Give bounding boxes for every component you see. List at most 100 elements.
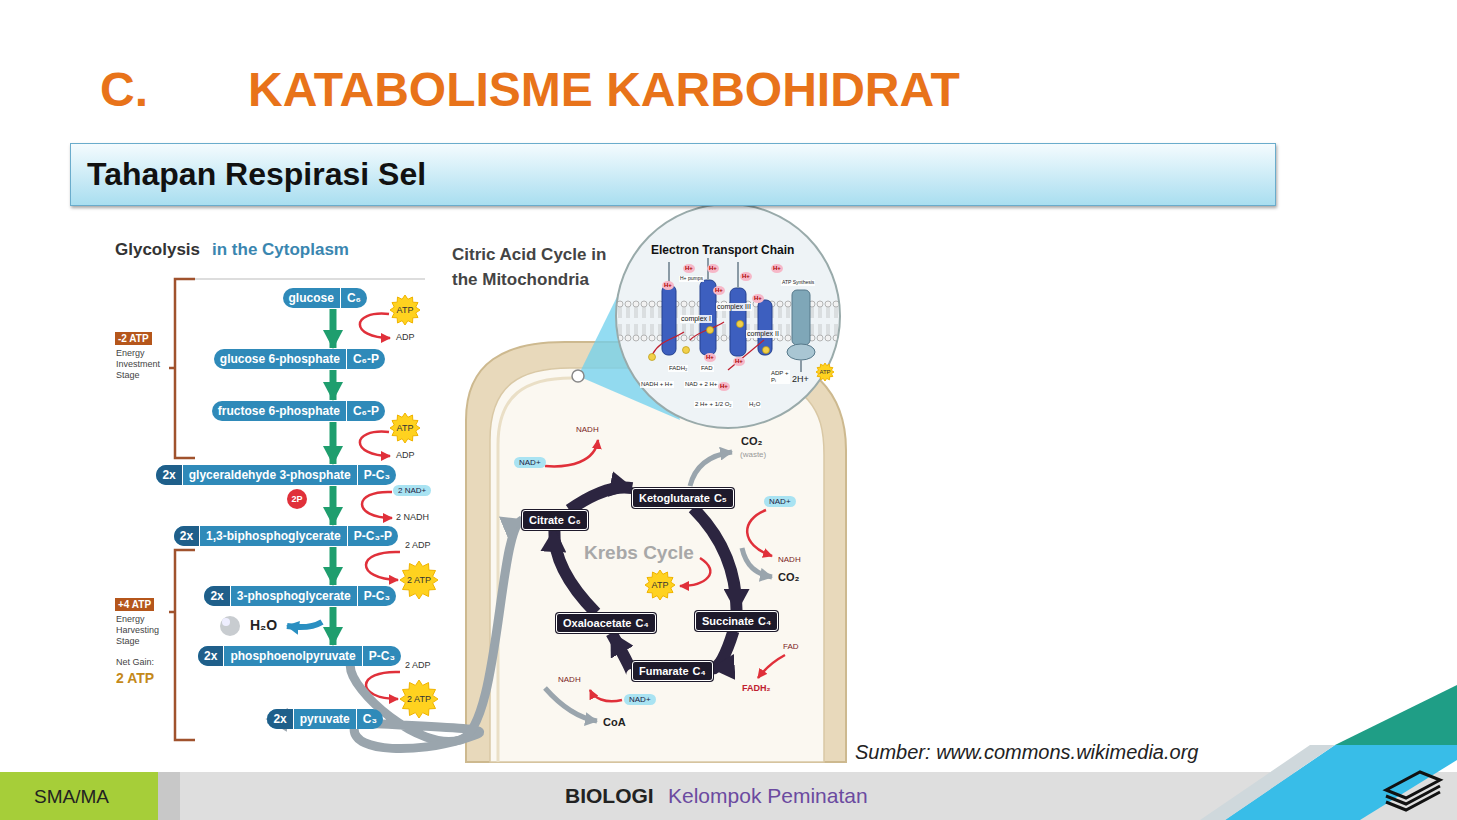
phosphate-circle: 2P xyxy=(287,489,307,509)
node-text: 3-phosphoglycerate xyxy=(230,586,357,606)
metabolite-pill: 2x1,3-biphosphoglycerateP-C₃-P xyxy=(174,526,398,546)
atp-starburst: 2 ATP xyxy=(400,680,438,718)
node-text: pyruvate xyxy=(293,709,356,729)
flow-arrow xyxy=(693,508,737,611)
node-text: 2x xyxy=(156,465,181,485)
label-text: CoA xyxy=(603,716,626,729)
node-text: ATP xyxy=(397,305,414,315)
krebs-box: FumarateC₄ xyxy=(632,661,713,681)
label-text: Energy Harvesting Stage xyxy=(116,614,178,647)
section-band: Tahapan Respirasi Sel xyxy=(70,143,1276,206)
atp-starburst: ATP xyxy=(645,570,675,600)
node-text: C₅ xyxy=(714,492,727,504)
node-text: ATP xyxy=(819,369,830,375)
atp-badge: +4 ATP xyxy=(115,598,154,611)
node-text: Succinate xyxy=(702,615,754,627)
label-text: Citric Acid Cycle in the Mitochondria xyxy=(452,242,620,292)
label-text: in the Cytoplasm xyxy=(212,240,349,260)
krebs-box: OxaloacetateC₄ xyxy=(556,613,656,633)
flow-arrow xyxy=(330,547,337,585)
node-text: 2P xyxy=(291,494,302,504)
label-text: Glycolysis xyxy=(115,240,200,260)
label-text: Kelompok Peminatan xyxy=(668,784,868,808)
label-text: NADH xyxy=(576,425,599,434)
nad-pill: NAD+ xyxy=(624,694,656,705)
node-text: C₆ xyxy=(568,514,581,526)
label-text: H+ xyxy=(718,382,730,391)
node-text: ATP xyxy=(397,423,414,433)
krebs-box: SuccinateC₄ xyxy=(695,611,778,631)
label-text: H+ xyxy=(713,286,725,295)
metabolite-pill: glucose 6-phosphateC₆-P xyxy=(214,349,385,369)
atp-starburst: ATP xyxy=(390,295,420,325)
label-text: H₂O xyxy=(250,617,277,633)
label-text: C. xyxy=(100,62,148,117)
label-text: Electron Transport Chain xyxy=(651,244,794,258)
node-text: 2x xyxy=(174,526,199,546)
label-text: complex II xyxy=(746,330,780,338)
label-text: 2 ADP xyxy=(405,660,431,670)
node-text: glucose 6-phosphate xyxy=(214,349,346,369)
node-text: P-C₃ xyxy=(362,646,401,666)
atp-badge: -2 ATP xyxy=(115,332,152,345)
flow-arrow xyxy=(569,487,632,510)
node-text: glyceraldehyde 3-phosphate xyxy=(182,465,357,485)
label-text: H+ xyxy=(752,294,764,303)
label-text: H+ xyxy=(733,357,745,366)
label-text: complex I xyxy=(680,315,712,323)
label-text: complex III xyxy=(716,303,752,311)
nad-pill: NAD+ xyxy=(764,496,796,507)
label-text: Krebs Cycle xyxy=(584,542,694,564)
flow-arrow xyxy=(330,422,337,464)
node-text: NAD+ xyxy=(769,497,791,506)
metabolite-pill: 2xglyceraldehyde 3-phosphateP-C₃ xyxy=(156,465,396,485)
node-text: NAD+ xyxy=(519,458,541,467)
node-text: Fumarate xyxy=(639,665,689,677)
flow-arrow xyxy=(330,607,337,645)
node-text: ATP xyxy=(652,580,669,590)
label-text: FAD xyxy=(783,642,799,651)
node-text: C₆ xyxy=(340,288,367,308)
label-text: NADH + H+ xyxy=(640,381,674,388)
nad-pill: NAD+ xyxy=(514,457,546,468)
krebs-box: Citrate C₆ xyxy=(522,510,588,530)
metabolite-pill: 2x3-phosphoglycerateP-C₃ xyxy=(204,586,396,606)
label-text: NAD + 2 H+ xyxy=(684,381,718,388)
label-text: 2 NADH xyxy=(396,512,429,522)
label-text: NADH xyxy=(778,555,801,564)
node-text: C₆-P xyxy=(346,401,385,421)
node-text: phosphoenolpyruvate xyxy=(223,646,361,666)
krebs-box: KetoglutarateC₅ xyxy=(632,488,734,508)
label-text: BIOLOGI xyxy=(565,784,654,808)
node-text: Tahapan Respirasi Sel xyxy=(87,156,426,193)
node-text: P-C₃ xyxy=(357,465,396,485)
node-text: Oxaloacetate xyxy=(563,617,631,629)
node-text: C₆-P xyxy=(346,349,385,369)
label-text: ADP xyxy=(396,332,415,342)
node-text: Citrate xyxy=(529,514,564,526)
label-text: ADP + Pᵢ xyxy=(770,370,790,384)
node-text: glucose xyxy=(283,288,340,308)
label-text: NADH xyxy=(558,675,581,684)
atp-starburst: 2 ATP xyxy=(400,561,438,599)
label-text: FADH₂ xyxy=(668,365,688,372)
label-text: Net Gain: xyxy=(116,657,154,667)
label-text: H₂O xyxy=(748,401,761,408)
label-text: SMA/MA xyxy=(34,786,109,808)
flow-arrow xyxy=(330,309,337,348)
label-text: 2 H+ + 1/2 O₂ xyxy=(694,401,733,408)
nad-pill: 2 NAD+ xyxy=(393,485,431,496)
label-text: CO₂ xyxy=(778,571,799,584)
node-text: 1,3-biphosphoglycerate xyxy=(199,526,347,546)
label-text: H+ xyxy=(662,281,674,290)
node-text: 2 ATP xyxy=(407,575,431,585)
node-text: 2x xyxy=(198,646,223,666)
node-text: 2 ATP xyxy=(407,694,431,704)
label-text: (waste) xyxy=(740,450,766,459)
metabolite-pill: 2xpyruvateC₃ xyxy=(267,709,383,729)
label-text: FADH₂ xyxy=(742,683,771,693)
label-text: ADP xyxy=(396,450,415,460)
metabolite-pill: 2xphosphoenolpyruvateP-C₃ xyxy=(198,646,401,666)
label-text: H+ xyxy=(740,272,752,281)
